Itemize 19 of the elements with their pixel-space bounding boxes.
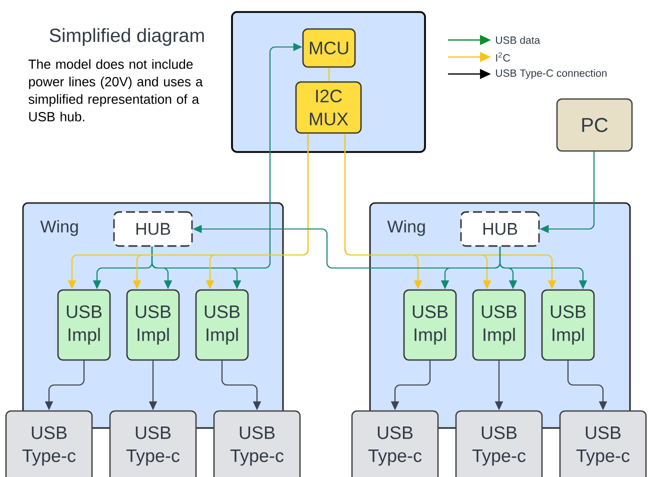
connector-box: USB Type-c xyxy=(455,410,543,477)
connector-box: USB Type-c xyxy=(213,410,301,477)
usb-impl-box: USB Impl xyxy=(57,289,111,361)
connector-box: USB Type-c xyxy=(351,410,439,477)
connector-box: USB Type-c xyxy=(109,410,197,477)
connector-box: USB Type-c xyxy=(559,410,647,477)
usb-impl-box: USB Impl xyxy=(472,289,526,361)
usb-impl-box: USB Impl xyxy=(126,289,180,361)
usb-impl-box: USB Impl xyxy=(403,289,457,361)
usb-impl-box: USB Impl xyxy=(195,289,249,361)
chip-box: MCU xyxy=(302,28,356,68)
usb-impl-box: USB Impl xyxy=(541,289,595,361)
computer-box: PC xyxy=(556,98,633,152)
note-text: The model does not include power lines (20V) and uses a simplified representation of a USB hub. xyxy=(28,59,203,122)
chip-box: I2C MUX xyxy=(295,81,362,134)
connector-box: USB Type-c xyxy=(5,410,93,477)
hub-box: HUB xyxy=(460,211,540,247)
title: Simplified diagram xyxy=(50,28,204,46)
hub-box: HUB xyxy=(113,211,193,247)
